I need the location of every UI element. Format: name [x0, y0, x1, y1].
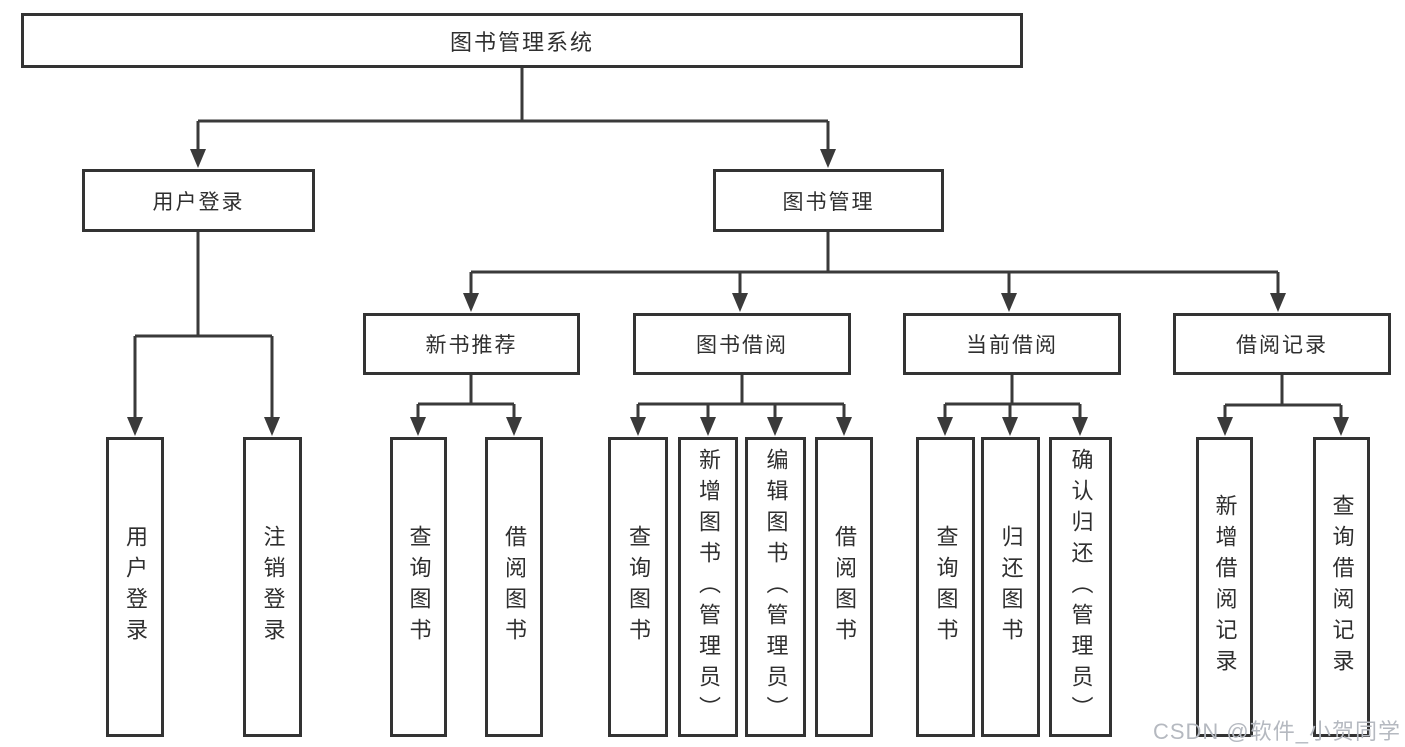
leaf-current-confirm-return-admin-label: 确认归还（管理员）: [1068, 447, 1094, 727]
leaf-newbook-query-books: 查询图书: [390, 437, 447, 737]
leaf-user-login-label: 用户登录: [123, 525, 148, 649]
leaf-current-confirm-return-admin: 确认归还（管理员）: [1049, 437, 1112, 737]
csdn-watermark: CSDN @软件_小贺同学: [1152, 719, 1401, 744]
leaf-borrow-add-books-admin-label: 新增图书（管理员）: [696, 447, 721, 727]
leaf-borrow-borrow-books-label: 借阅图书: [832, 525, 857, 649]
node-current-borrowing: 当前借阅: [903, 313, 1121, 375]
leaf-newbook-borrow-books-label: 借阅图书: [502, 525, 527, 649]
node-borrow-records-label: 借阅记录: [1236, 334, 1328, 357]
leaf-record-query-record-label: 查询借阅记录: [1329, 494, 1355, 680]
leaf-logout: 注销登录: [243, 437, 302, 737]
leaf-borrow-query-books-label: 查询图书: [626, 525, 651, 649]
leaf-current-query-books-label: 查询图书: [933, 525, 959, 649]
node-root-system: 图书管理系统: [21, 13, 1023, 68]
node-book-borrowing-label: 图书借阅: [696, 334, 788, 357]
node-user-login-label: 用户登录: [152, 190, 245, 214]
node-book-management-label: 图书管理: [782, 190, 875, 214]
node-root-label: 图书管理系统: [449, 29, 594, 55]
leaf-record-add-record-label: 新增借阅记录: [1212, 494, 1238, 680]
leaf-current-return-books-label: 归还图书: [998, 525, 1024, 649]
leaf-borrow-borrow-books: 借阅图书: [815, 437, 873, 737]
leaf-logout-label: 注销登录: [260, 525, 286, 649]
leaf-current-query-books: 查询图书: [916, 437, 975, 737]
leaf-borrow-edit-books-admin: 编辑图书（管理员）: [745, 437, 806, 737]
leaf-newbook-borrow-books: 借阅图书: [485, 437, 543, 737]
leaf-borrow-query-books: 查询图书: [608, 437, 668, 737]
node-new-book-recommend: 新书推荐: [363, 313, 580, 375]
node-book-borrowing: 图书借阅: [633, 313, 851, 375]
leaf-borrow-edit-books-admin-label: 编辑图书（管理员）: [763, 447, 789, 727]
leaf-borrow-add-books-admin: 新增图书（管理员）: [678, 437, 738, 737]
leaf-user-login: 用户登录: [106, 437, 164, 737]
node-new-book-recommend-label: 新书推荐: [425, 334, 518, 357]
leaf-record-query-record: 查询借阅记录: [1313, 437, 1370, 737]
leaf-record-add-record: 新增借阅记录: [1196, 437, 1253, 737]
node-borrow-records: 借阅记录: [1173, 313, 1391, 375]
node-user-login: 用户登录: [82, 169, 315, 232]
node-current-borrowing-label: 当前借阅: [966, 334, 1058, 357]
leaf-current-return-books: 归还图书: [981, 437, 1040, 737]
leaf-newbook-query-books-label: 查询图书: [406, 525, 432, 649]
node-book-management: 图书管理: [713, 169, 944, 232]
